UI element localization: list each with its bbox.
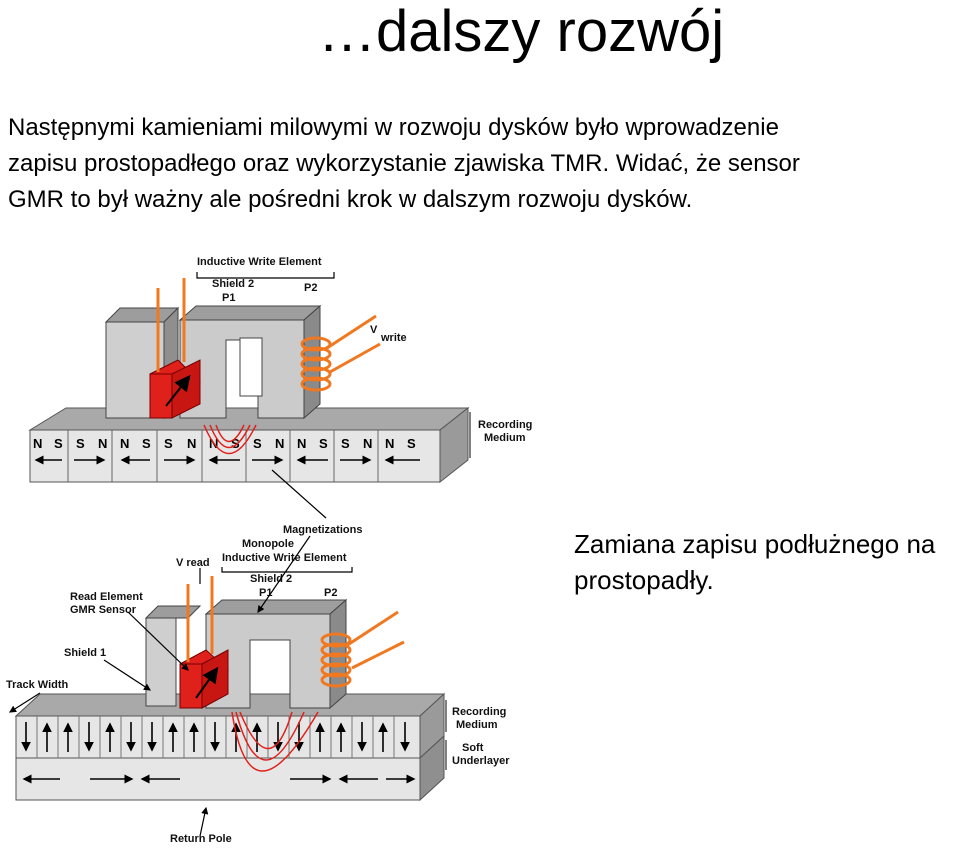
top-medium-dividers: [67, 430, 379, 482]
svg-text:S: S: [142, 436, 151, 451]
label-return-pole: Return Pole: [170, 833, 232, 845]
label-v-read: V read: [176, 557, 210, 569]
svg-text:S: S: [407, 436, 416, 451]
label-p2: P2: [304, 282, 317, 294]
perpendicular-arrows: [21, 722, 410, 752]
svg-text:GMR Sensor: GMR Sensor: [70, 604, 137, 616]
label-inductive-write: Inductive Write Element: [197, 256, 322, 268]
label-p2-bottom: P2: [324, 587, 337, 599]
caption: Zamiana zapisu podłużnego na prostopadły…: [574, 526, 935, 598]
svg-text:S: S: [253, 436, 262, 451]
svg-text:N: N: [297, 436, 306, 451]
svg-text:Underlayer: Underlayer: [452, 755, 510, 767]
bottom-medium-dividers: [36, 716, 395, 758]
body-paragraph: Następnymi kamieniami milowymi w rozwoju…: [8, 110, 948, 218]
label-inductive-write-bottom: Inductive Write Element: [222, 552, 347, 564]
label-soft-underlayer: Soft: [462, 742, 484, 754]
label-p1: P1: [222, 292, 235, 304]
label-v: V: [370, 324, 378, 336]
top-leads: [156, 278, 381, 374]
svg-text:S: S: [54, 436, 63, 451]
paragraph-line: zapisu prostopadłego oraz wykorzystanie …: [8, 150, 800, 177]
top-coil: [300, 336, 332, 392]
caption-line: Zamiana zapisu podłużnego na: [574, 529, 936, 559]
svg-text:Medium: Medium: [484, 432, 526, 444]
svg-text:N: N: [33, 436, 42, 451]
svg-text:S: S: [76, 436, 85, 451]
label-v-write: write: [380, 332, 407, 344]
label-read-element: Read Element: [70, 591, 143, 603]
top-flux: [203, 424, 257, 455]
svg-text:N: N: [275, 436, 284, 451]
page-title: …dalszy rozwój: [318, 0, 725, 64]
bottom-flux: [231, 711, 319, 772]
perpendicular-recording-diagram: Magnetizations Monopole Inductive Write …: [6, 524, 510, 845]
label-shield1: Shield 1: [64, 647, 106, 659]
label-shield2-bottom: Shield 2: [250, 573, 292, 585]
label-magnetizations: Magnetizations: [283, 524, 362, 536]
svg-text:S: S: [231, 436, 240, 451]
svg-text:N: N: [120, 436, 129, 451]
paragraph-line: GMR to był ważny ale pośredni krok w dal…: [8, 186, 693, 213]
label-shield2: Shield 2: [212, 278, 254, 290]
svg-text:S: S: [164, 436, 173, 451]
bottom-coil: [320, 632, 352, 688]
caption-line: prostopadły.: [574, 565, 714, 595]
svg-text:N: N: [187, 436, 196, 451]
bottom-leads: [186, 576, 405, 670]
label-track-width: Track Width: [6, 679, 69, 691]
svg-text:Medium: Medium: [456, 719, 498, 731]
svg-text:N: N: [363, 436, 372, 451]
svg-text:N: N: [98, 436, 107, 451]
label-recording-medium-bottom: Recording: [452, 706, 506, 718]
longitudinal-recording-diagram: Inductive Write Element Shield 2 P1 P2 V…: [28, 256, 532, 519]
paragraph-line: Następnymi kamieniami milowymi w rozwoju…: [8, 114, 779, 141]
svg-text:S: S: [341, 436, 350, 451]
svg-text:S: S: [319, 436, 328, 451]
svg-text:N: N: [385, 436, 394, 451]
label-monopole: Monopole: [242, 538, 294, 550]
label-recording-medium-top: Recording: [478, 419, 532, 431]
